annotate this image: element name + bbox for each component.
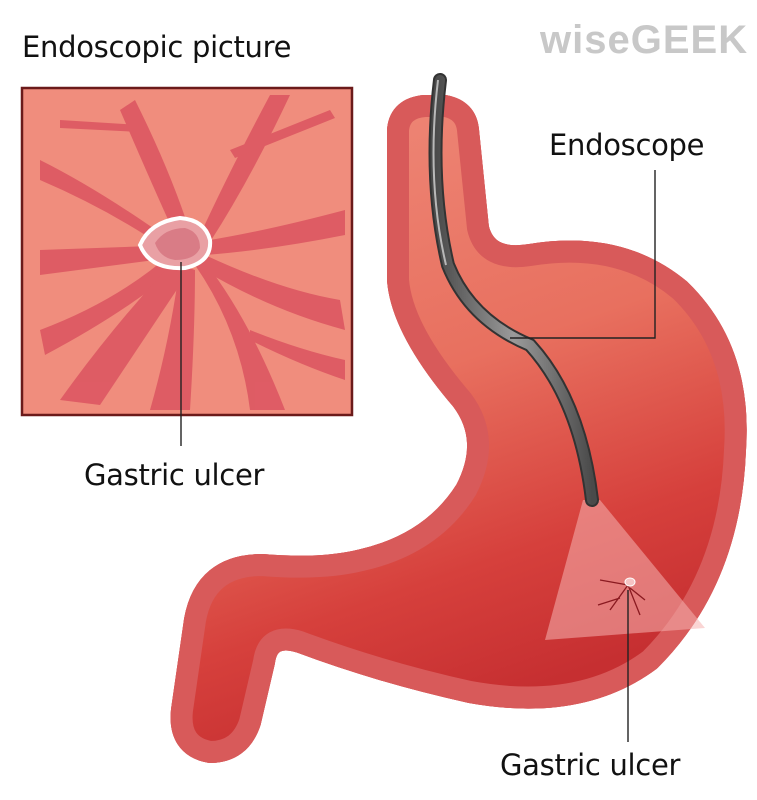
endoscope-view-cone [545,500,705,640]
endoscope-label: Endoscope [549,128,705,162]
stomach [182,73,736,763]
endoscopic-picture-inset [20,86,354,417]
gastric-ulcer-label-inset: Gastric ulcer [84,458,265,492]
watermark: wiseGEEK [540,18,749,62]
gastric-ulcer-label-stomach: Gastric ulcer [500,748,681,782]
endoscope-leader-line [510,170,656,339]
ulcer-stomach-mark [597,579,646,616]
inset-title: Endoscopic picture [22,30,292,64]
